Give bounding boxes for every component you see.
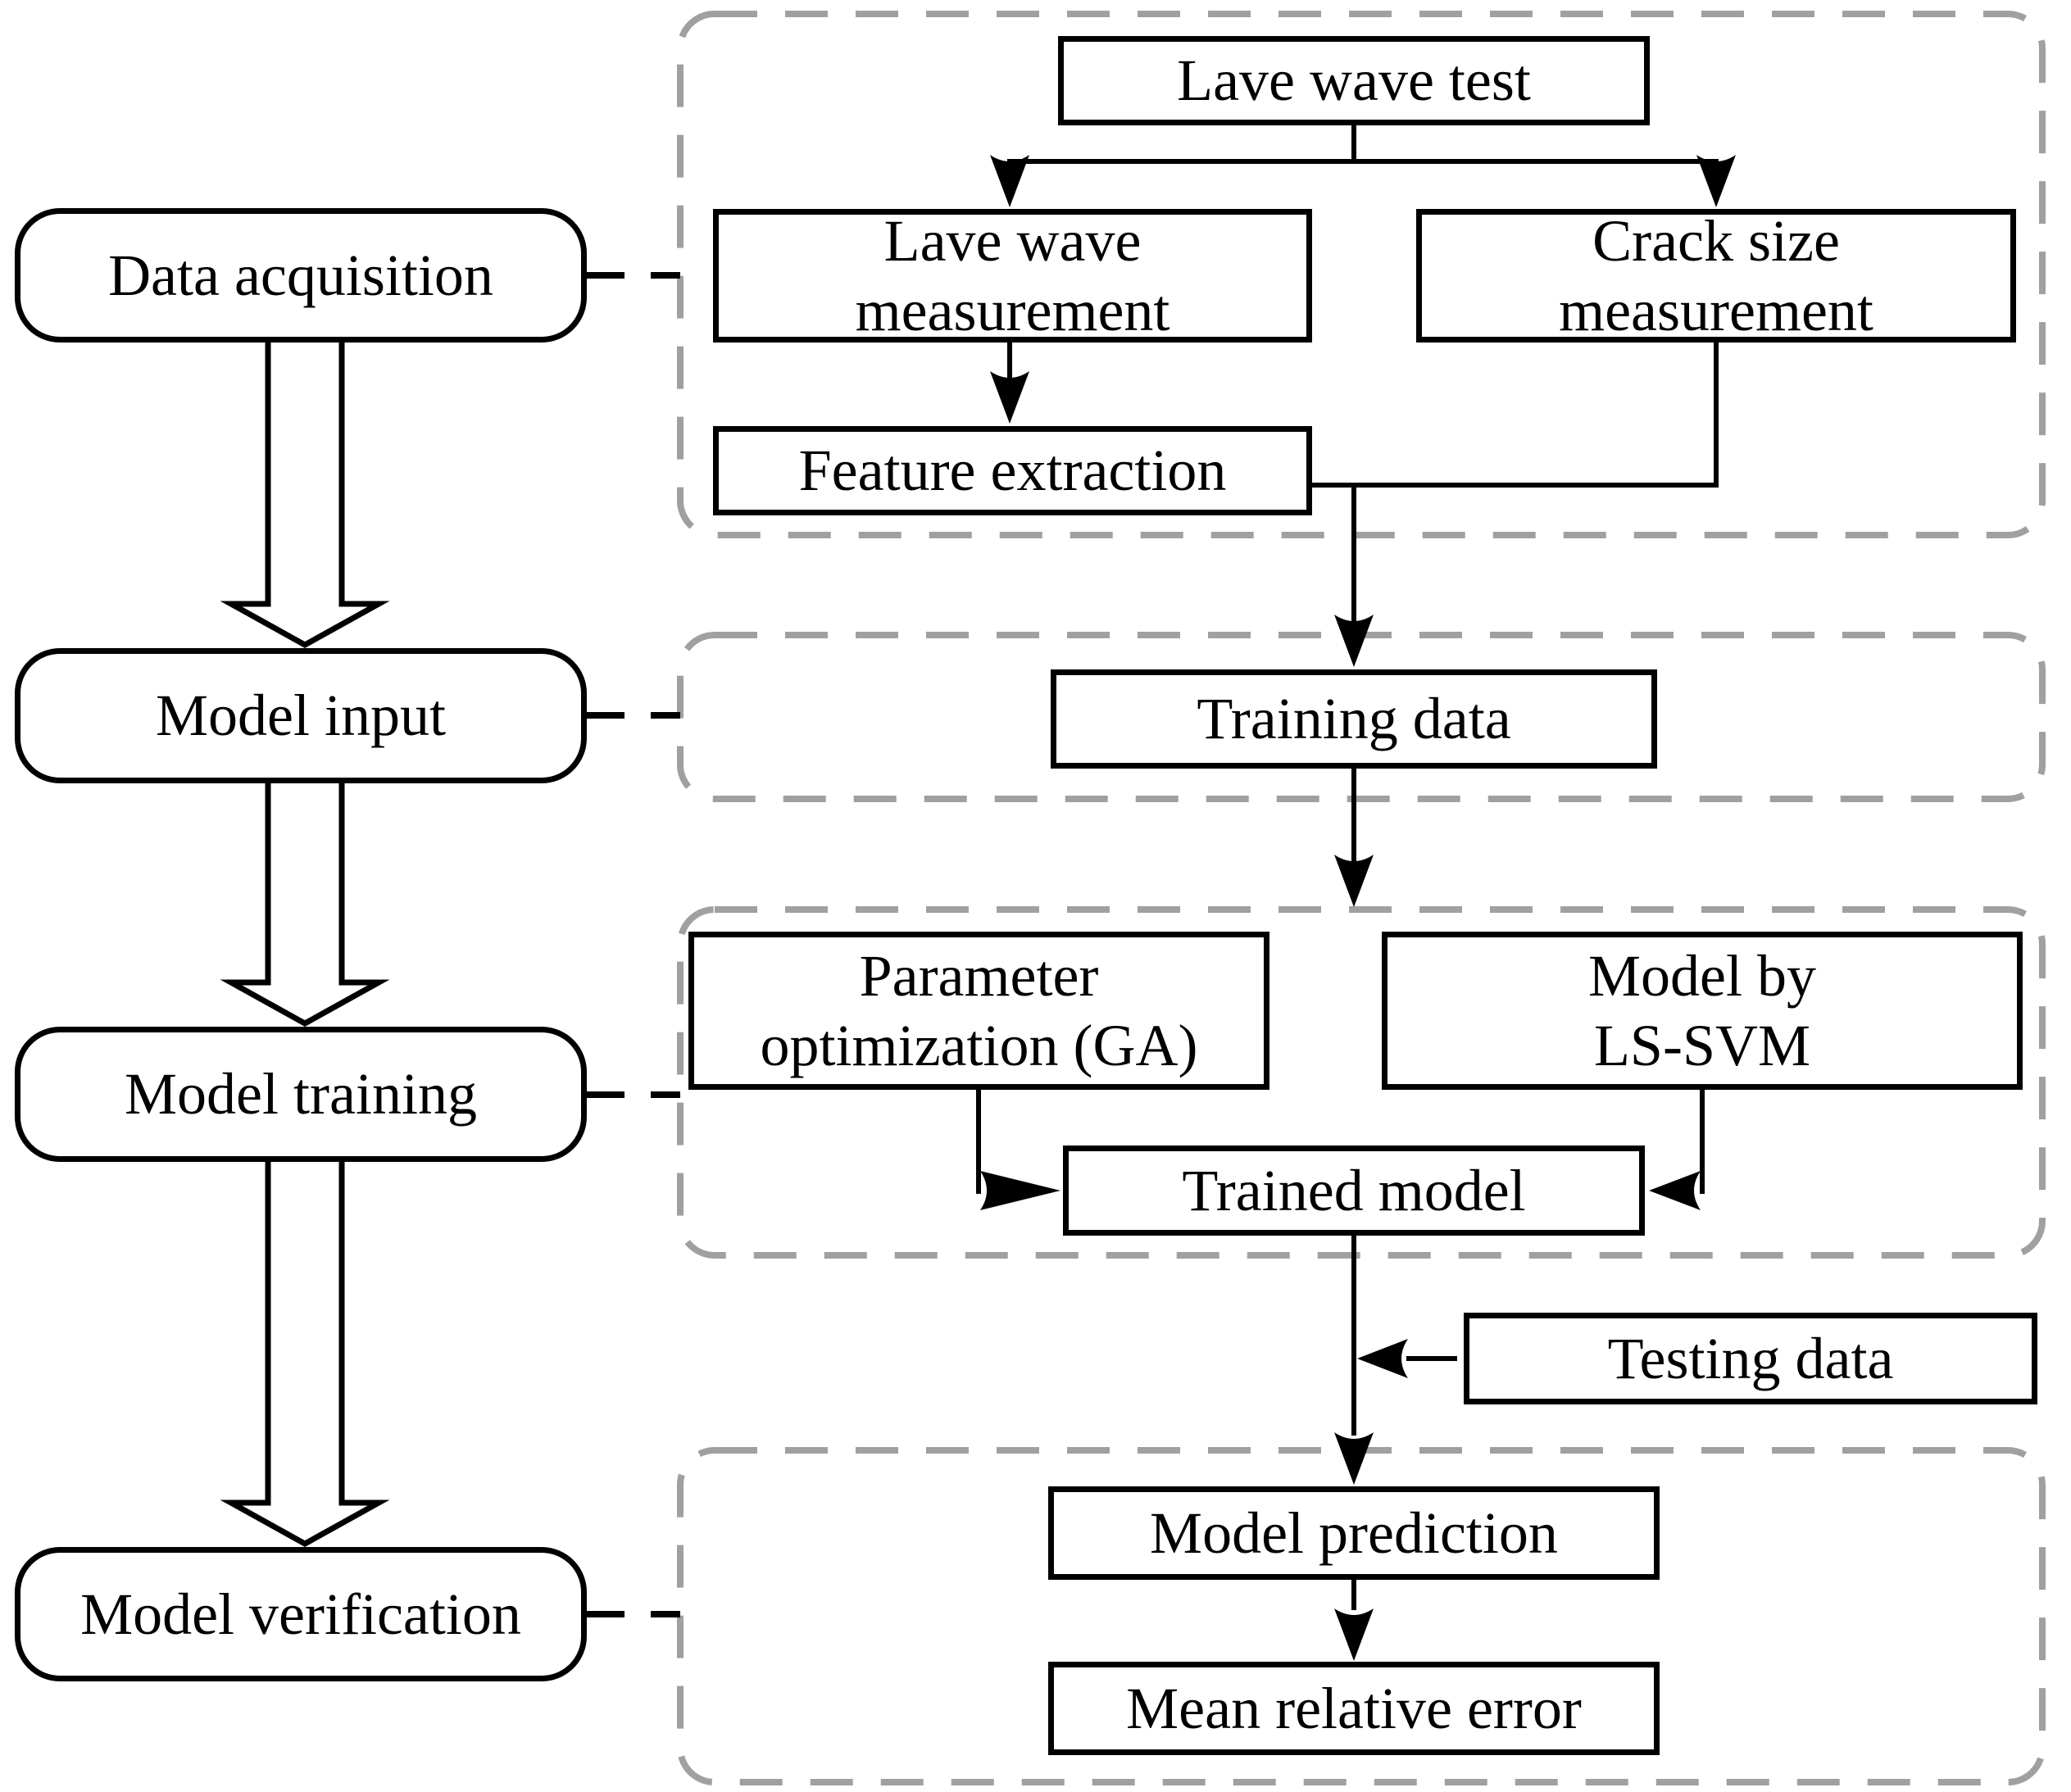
trained-model-label: Trained model — [1182, 1157, 1526, 1223]
block-arrow-input-to-training — [220, 778, 390, 1028]
testing-data-box: Testing data — [1464, 1313, 2037, 1404]
arrowhead-ga-to-trained-model — [980, 1171, 1060, 1210]
block-arrow-acquisition-to-input — [220, 338, 390, 649]
stage-model-input: Model input — [15, 648, 587, 783]
arrowhead-testing-data-to-wire — [1357, 1339, 1408, 1378]
training-data-box: Training data — [1051, 669, 1657, 769]
lave-wave-test-label: Lave wave test — [1177, 48, 1531, 114]
arrowhead-to-model-prediction — [1334, 1432, 1374, 1485]
stage-data-acquisition: Data acquisition — [15, 208, 587, 343]
arrowhead-to-feature-extraction — [990, 371, 1029, 424]
feature-extraction-label: Feature extraction — [798, 438, 1227, 504]
arrowhead-to-crack-size-measurement — [1696, 155, 1736, 207]
mean-relative-error-label: Mean relative error — [1126, 1675, 1582, 1741]
lave-wave-measurement-box: Lave wave measurement — [713, 207, 1312, 343]
model-prediction-label: Model prediction — [1150, 1499, 1558, 1566]
lave-wave-test-box: Lave wave test — [1058, 36, 1650, 125]
arrowhead-to-lave-wave-measurement — [990, 155, 1029, 207]
model-by-lssvm-box: Model by LS-SVM — [1382, 932, 2023, 1090]
arrowhead-to-model-training-group — [1334, 855, 1374, 907]
trained-model-box: Trained model — [1063, 1146, 1645, 1236]
lave-wave-measurement-label: Lave wave measurement — [855, 207, 1170, 343]
stage-model-training: Model training — [15, 1027, 587, 1162]
model-by-lssvm-label: Model by LS-SVM — [1588, 942, 1816, 1078]
crack-size-measurement-box: Crack size measurement — [1416, 207, 2016, 343]
arrowhead-to-training-data — [1334, 615, 1374, 667]
feature-extraction-box: Feature extraction — [713, 426, 1312, 515]
stage-model-input-label: Model input — [156, 683, 446, 749]
stage-model-training-label: Model training — [125, 1061, 477, 1127]
container-model-training — [677, 906, 2046, 1259]
crack-size-measurement-label: Crack size measurement — [1559, 207, 1873, 343]
stage-model-verification-label: Model verification — [80, 1581, 521, 1647]
testing-data-label: Testing data — [1607, 1325, 1894, 1391]
arrowhead-lssvm-to-trained-model — [1649, 1171, 1701, 1210]
parameter-optimization-label: Parameter optimization (GA) — [760, 942, 1198, 1078]
arrowhead-to-mean-relative-error — [1334, 1608, 1374, 1661]
mean-relative-error-box: Mean relative error — [1048, 1662, 1660, 1755]
stage-model-verification: Model verification — [15, 1547, 587, 1681]
block-arrow-training-to-verification — [220, 1157, 390, 1548]
model-prediction-box: Model prediction — [1048, 1486, 1660, 1580]
stage-data-acquisition-label: Data acquisition — [108, 242, 493, 308]
parameter-optimization-box: Parameter optimization (GA) — [688, 932, 1269, 1090]
training-data-label: Training data — [1197, 686, 1511, 752]
container-data-acquisition — [677, 11, 2046, 538]
